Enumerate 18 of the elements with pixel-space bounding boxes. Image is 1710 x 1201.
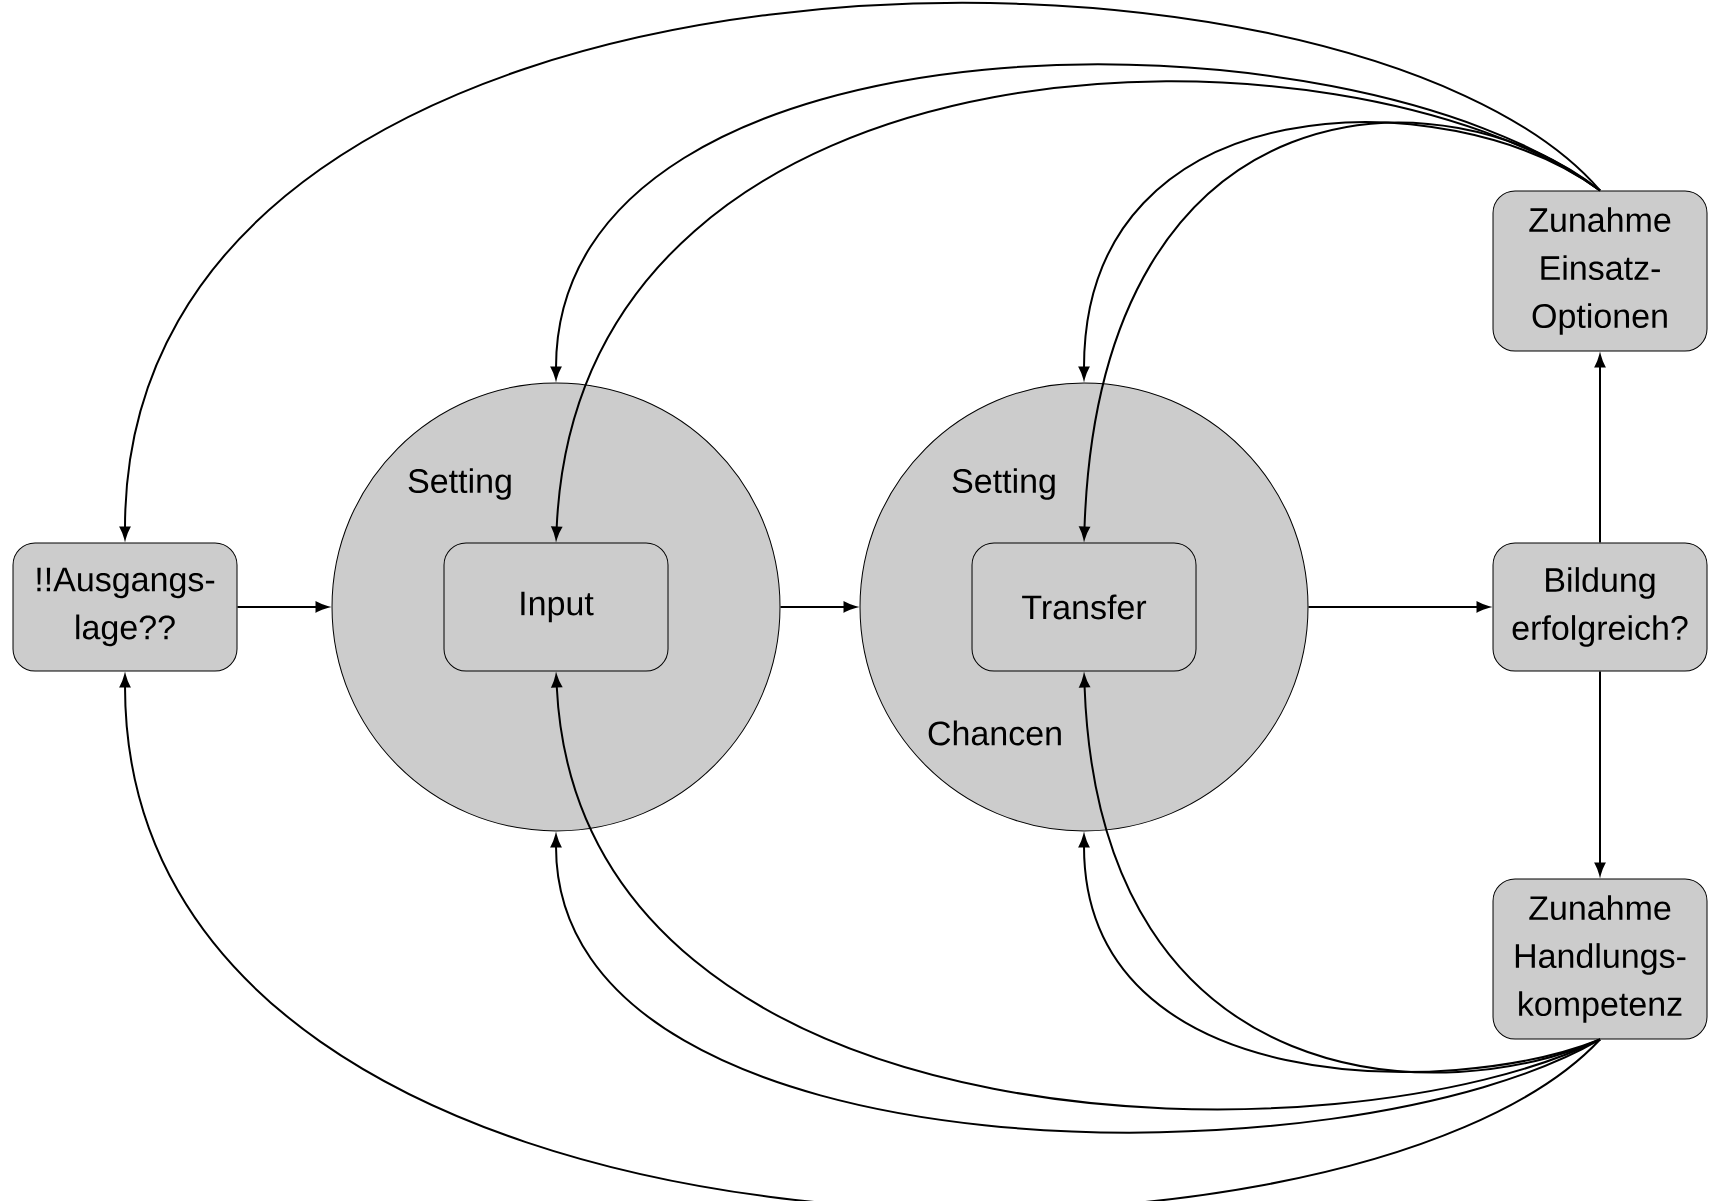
arrow — [1079, 121, 1601, 540]
arrow — [779, 601, 857, 613]
process-box: Input — [443, 542, 669, 672]
arrow — [119, 674, 1601, 1201]
process-box: Bildung erfolgreich? — [1492, 542, 1708, 672]
arrow — [1079, 674, 1601, 1073]
arrow — [236, 601, 329, 613]
arrow — [1307, 601, 1490, 613]
circle-label: Setting — [408, 468, 511, 500]
process-box: Transfer — [971, 542, 1197, 672]
process-box: Zunahme Handlungs- kompetenz — [1492, 878, 1708, 1040]
arrow — [1594, 670, 1606, 876]
arrow — [1594, 354, 1606, 544]
arrow — [119, 2, 1601, 540]
circle-label: Setting — [952, 468, 1055, 500]
process-box: !!Ausgangs- lage?? — [12, 542, 238, 672]
circle-label: Chancen — [928, 720, 1061, 746]
process-box: Zunahme Einsatz- Optionen — [1492, 190, 1708, 352]
